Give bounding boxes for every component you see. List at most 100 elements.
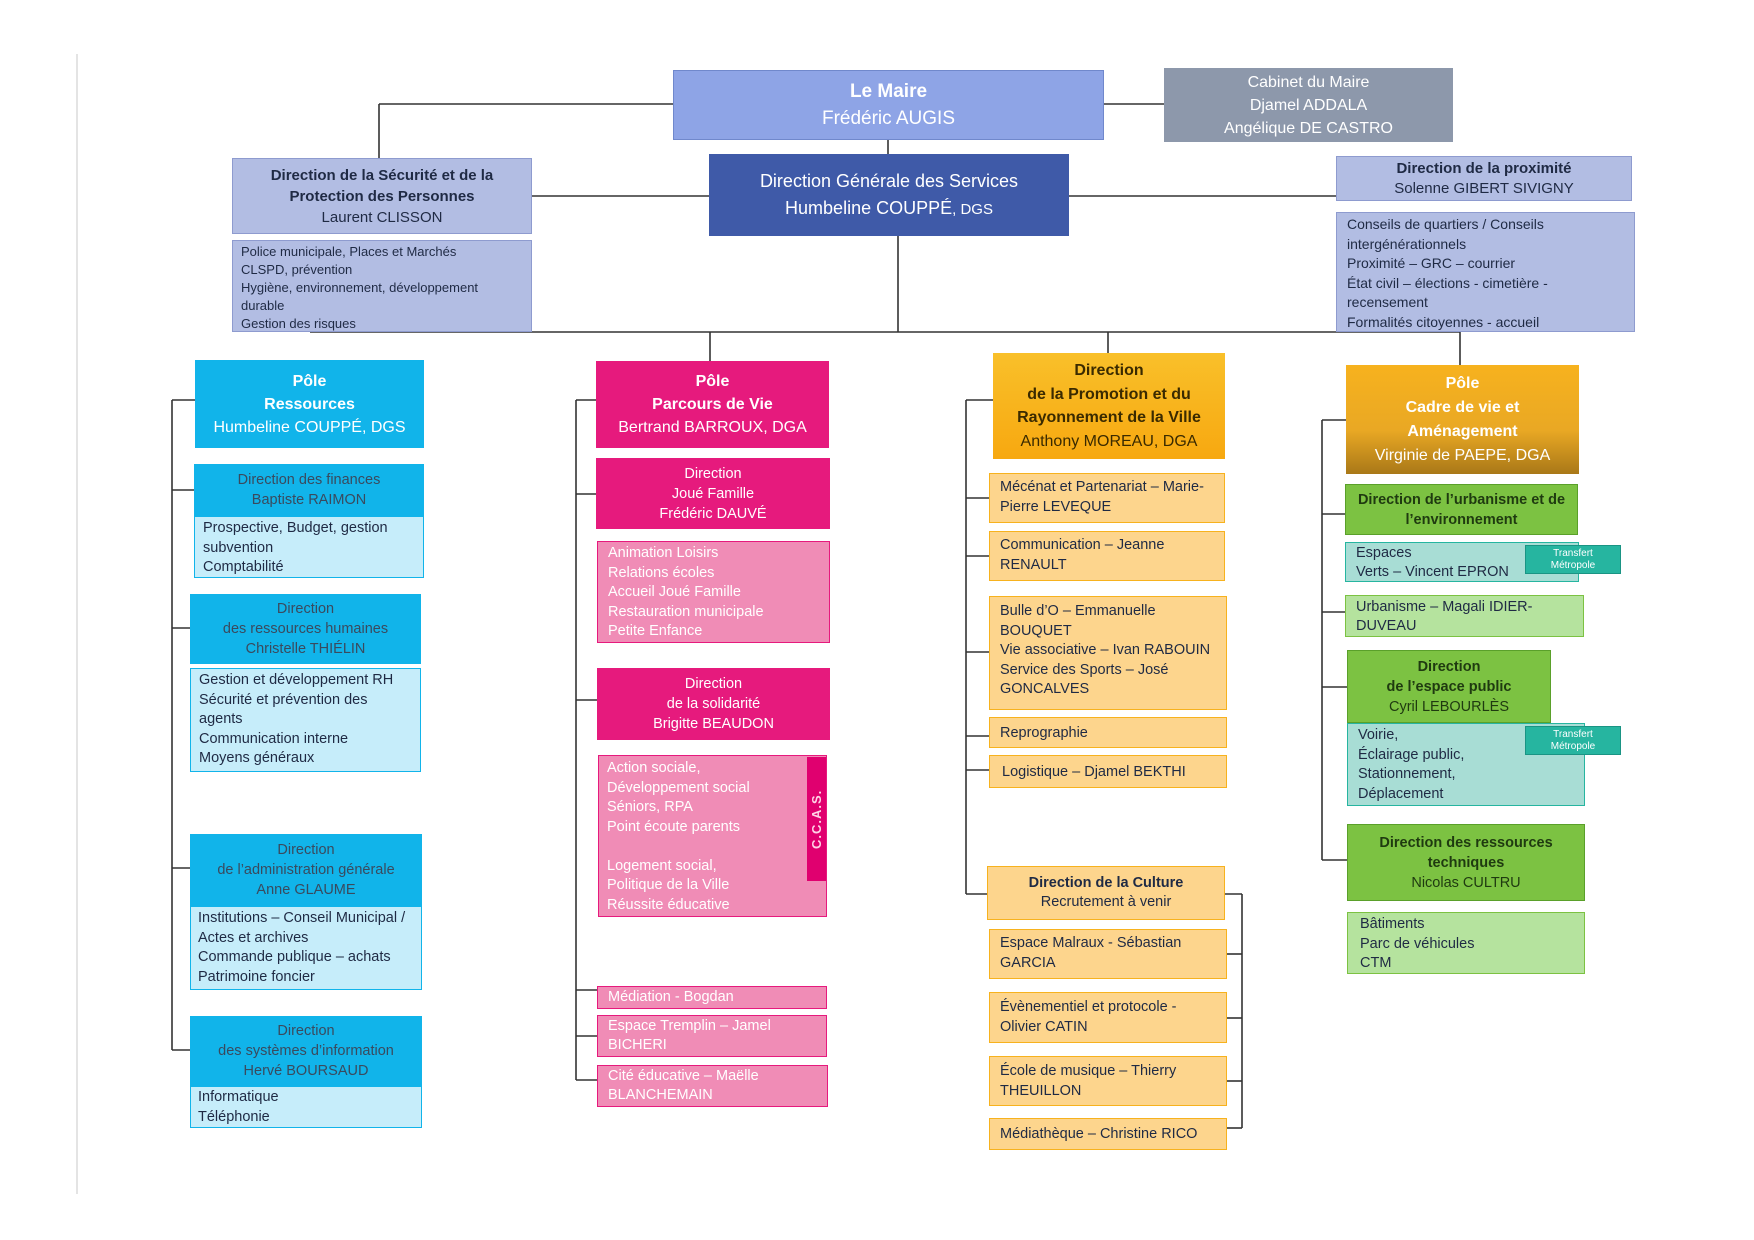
pole-title: Cadre de vie et [1405, 398, 1520, 416]
direction-title: de la solidarité [666, 696, 761, 712]
pole-label: Pôle [292, 372, 327, 390]
securite-list: Police municipale, Places et Marchés CLS… [232, 240, 532, 332]
direction-label: Direction [1417, 658, 1481, 675]
transfert-metropole-badge: Transfert Métropole [1525, 726, 1621, 755]
service-name: Cité éducative – Maëlle [608, 1068, 759, 1084]
direction-title: Direction de l’urbanisme et de [1357, 491, 1566, 508]
list-item: Institutions – Conseil Municipal / [198, 910, 406, 926]
list-item: Parc de véhicules [1360, 935, 1475, 952]
list-item: CLSPD, prévention [241, 262, 353, 277]
espace-public-head: Direction de l’espace public Cyril LEBOU… [1347, 650, 1551, 723]
direction-manager: Frédéric DAUVÉ [659, 505, 767, 522]
joue-head: Direction Joué Famille Frédéric DAUVÉ [596, 458, 830, 529]
list-item: Vie associative – Ivan RABOUIN [1000, 642, 1211, 658]
pole-title: Aménagement [1407, 422, 1518, 440]
solidarite-head: Direction de la solidarité Brigitte BEAU… [597, 668, 830, 740]
direction-manager: Hervé BOURSAUD [243, 1063, 369, 1079]
service-manager: DUVEAU [1356, 618, 1417, 634]
list-item: Restauration municipale [608, 603, 764, 620]
direction-manager: Nicolas CULTRU [1411, 874, 1521, 891]
direction-manager: Cyril LEBOURLÈS [1388, 698, 1510, 715]
list-item: BOUQUET [1000, 622, 1072, 639]
list-item: Prospective, Budget, gestion [203, 520, 388, 536]
service-name: Mécénat et Partenariat – Marie- [1000, 479, 1204, 495]
list-item: Police municipale, Places et Marchés [241, 244, 457, 259]
direction-title: Direction des finances [237, 472, 381, 488]
list-item: Hygiène, environnement, développement [241, 280, 479, 295]
list-item: agents [199, 711, 243, 727]
proximite-title: Direction de la proximité [1396, 159, 1572, 177]
service-name: Évènementiel et protocole - [1000, 999, 1177, 1015]
solidarite-list: Action sociale, Développement social Sén… [598, 755, 827, 917]
direction-title: de la Promotion et du [1027, 385, 1191, 403]
pole-label: Pôle [1445, 374, 1480, 392]
cite-box: Cité éducative – Maëlle BLANCHEMAIN [597, 1065, 828, 1107]
list-item: Actes et archives [198, 929, 309, 946]
list-item: Gestion et développement RH [199, 672, 394, 688]
securite-title: Protection des Personnes [289, 187, 475, 205]
direction-title: Joué Famille [671, 485, 755, 502]
cabinet-line: Djamel ADDALA [1249, 96, 1368, 114]
proximite-name: Solenne GIBERT SIVIGNY [1394, 179, 1574, 197]
list-item [607, 837, 818, 857]
direction-title: Rayonnement de la Ville [1017, 409, 1201, 426]
communication-box: Communication – Jeanne RENAULT [989, 531, 1225, 581]
direction-label: Direction [277, 1023, 335, 1039]
list-item: Sécurité et prévention des [199, 691, 368, 708]
list-item: Formalités citoyennes - accueil [1347, 313, 1540, 330]
service-name: Espace Malraux - Sébastian [1000, 935, 1182, 951]
list-item: Bulle d’O – Emmanuelle [1000, 603, 1156, 619]
pole-title: Parcours de Vie [652, 396, 773, 413]
list-item: Patrimoine foncier [198, 968, 315, 985]
direction-manager: Anne GLAUME [256, 882, 356, 898]
service-manager: Pierre LEVEQUE [1000, 498, 1112, 515]
list-item: durable [241, 298, 285, 313]
si-list: Informatique Téléphonie [190, 1086, 422, 1128]
direction-manager: Anthony MOREAU, DGA [1020, 432, 1198, 450]
logistique-box: Logistique – Djamel BEKTHI [989, 755, 1227, 788]
list-item: Déplacement [1358, 785, 1444, 802]
list-item: Séniors, RPA [607, 799, 693, 815]
pole-parcours-head: Pôle Parcours de Vie Bertrand BARROUX, D… [596, 361, 829, 448]
list-item: Logement social, [607, 857, 717, 874]
finances-head: Direction des finances Baptiste RAIMON [194, 464, 424, 516]
list-item: Voirie, [1358, 727, 1399, 743]
direction-title: de l’espace public [1386, 678, 1512, 695]
list-item: Conseils de quartiers / Conseils [1347, 216, 1544, 232]
badge-label: Métropole [1550, 559, 1596, 571]
securite-title: Direction de la Sécurité et de la [270, 166, 494, 184]
list-item: Action sociale, [607, 760, 701, 776]
service-name: École de musique – Thierry [1000, 1063, 1177, 1079]
pole-title: Ressources [264, 395, 355, 413]
pole-manager: Bertrand BARROUX, DGA [618, 419, 807, 436]
direction-title: Direction des ressources [1379, 834, 1553, 851]
direction-title: techniques [1427, 854, 1505, 871]
pole-label: Pôle [695, 373, 730, 390]
dgs-title: Direction Générale des Services [759, 170, 1019, 191]
reprographie-box: Reprographie [989, 717, 1227, 748]
si-head: Direction des systèmes d’information Her… [190, 1016, 422, 1086]
list-item: Réussite éducative [607, 896, 730, 913]
list-item: Développement social [607, 779, 750, 796]
rh-list: Gestion et développement RH Sécurité et … [190, 668, 421, 772]
dgs-role: , DGS [952, 200, 993, 218]
service-manager: GARCIA [1000, 954, 1056, 971]
service-manager: BLANCHEMAIN [608, 1087, 713, 1103]
service-name: Logistique – Djamel BEKTHI [1002, 764, 1186, 780]
techniques-list: Bâtiments Parc de véhicules CTM [1347, 912, 1585, 974]
direction-manager: Baptiste RAIMON [251, 492, 367, 508]
maire-name: Frédéric AUGIS [821, 108, 956, 129]
evenementiel-box: Évènementiel et protocole - Olivier CATI… [989, 992, 1227, 1043]
list-item: Relations écoles [608, 564, 715, 581]
service-manager: Olivier CATIN [1000, 1018, 1088, 1035]
service-manager: BICHERI [608, 1037, 667, 1053]
proximite-head: Direction de la proximité Solenne GIBERT… [1336, 156, 1632, 201]
direction-label: Direction [276, 601, 335, 617]
rh-head: Direction des ressources humaines Christ… [190, 594, 421, 664]
badge-label: Transfert [1553, 547, 1593, 559]
mediation-box: Médiation - Bogdan VASILJEVIC [597, 986, 827, 1024]
service-manager: Verts – Vincent EPRON [1356, 563, 1509, 580]
ccas-label: C.C.A.S. [807, 757, 826, 881]
list-item: Stationnement, [1358, 766, 1456, 782]
